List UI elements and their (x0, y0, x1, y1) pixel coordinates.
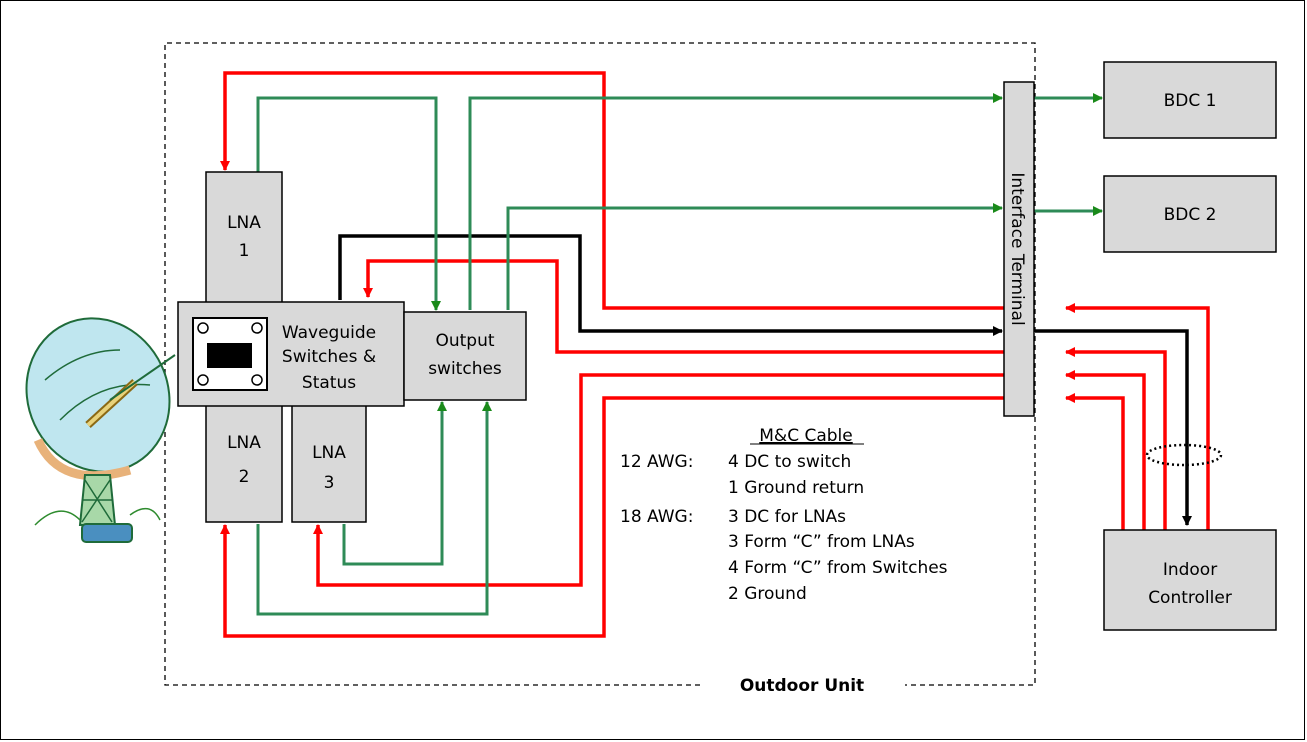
lna-2-label-top: LNA (227, 433, 261, 453)
interface-terminal-label: Interface Terminal (1007, 172, 1027, 325)
cable-line-18-3: 4 Form “C” from Switches (728, 558, 948, 578)
cable-line-18-4: 2 Ground (728, 584, 807, 604)
gauge-18: 18 AWG: (620, 507, 693, 527)
waveguide-switches-block: Waveguide Switches & Status (177, 301, 405, 407)
bdc-2-label: BDC 2 (1164, 205, 1217, 225)
output-switches-label-1: Output (435, 331, 494, 351)
bdc-2-block: BDC 2 (1103, 175, 1277, 253)
indoor-controller-block: Indoor Controller (1103, 529, 1277, 631)
cable-bundle-marker (1145, 443, 1223, 467)
indoor-controller-label-2: Controller (1148, 588, 1232, 608)
lna-1-label-top: LNA (227, 213, 261, 233)
cable-line-12-2: 1 Ground return (728, 478, 864, 498)
lna-1-label-bottom: 1 (239, 241, 250, 261)
cable-line-12-1: 4 DC to switch (728, 452, 851, 472)
mc-cable-legend: M&C Cable 12 AWG: 4 DC to switch 1 Groun… (620, 426, 948, 604)
cable-line-18-1: 3 DC for LNAs (728, 507, 846, 527)
waveguide-label-2: Switches & (282, 347, 376, 367)
satellite-dish-icon (25, 317, 176, 543)
lna-3-label-bottom: 3 (324, 473, 335, 493)
mc-cable-title: M&C Cable (759, 426, 852, 446)
interface-terminal-block: Interface Terminal (1003, 81, 1035, 417)
lna-2-block: LNA 2 (205, 401, 283, 523)
cable-line-18-2: 3 Form “C” from LNAs (728, 532, 915, 552)
waveguide-label-3: Status (302, 373, 356, 393)
waveguide-label-1: Waveguide (282, 323, 376, 343)
bdc-1-label: BDC 1 (1164, 91, 1217, 111)
gauge-12: 12 AWG: (620, 452, 693, 472)
lna-3-label-top: LNA (312, 443, 346, 463)
indoor-controller-label-1: Indoor (1163, 560, 1217, 580)
lna-3-block: LNA 3 (291, 401, 367, 523)
outdoor-unit-boundary (164, 42, 1036, 686)
outdoor-unit-label: Outdoor Unit (740, 676, 864, 696)
output-switches-label-2: switches (428, 359, 502, 379)
lna-1-block: LNA 1 (205, 171, 283, 305)
bdc-1-block: BDC 1 (1103, 61, 1277, 139)
lna-2-label-bottom: 2 (239, 467, 250, 487)
output-switches-block: Output switches (403, 311, 527, 401)
